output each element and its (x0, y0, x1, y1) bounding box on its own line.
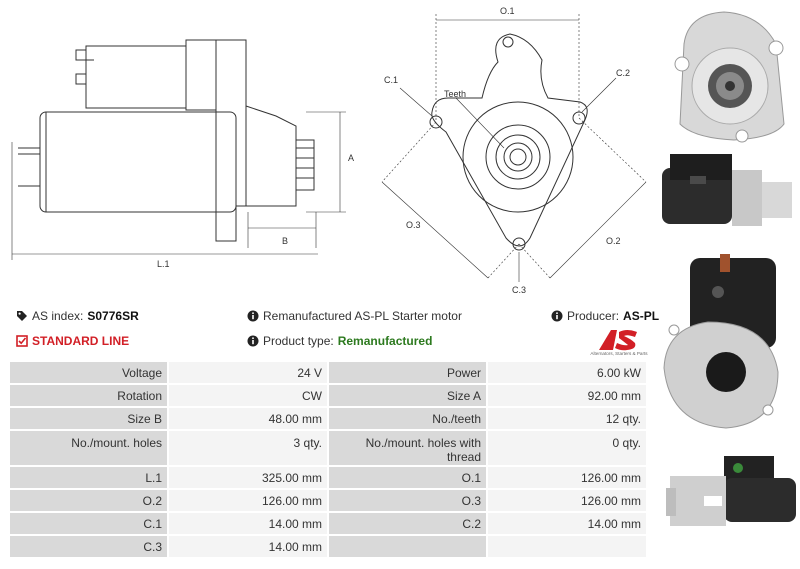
spec-key: Voltage (10, 362, 169, 385)
dimension-o3-label: O.3 (406, 220, 421, 230)
spec-value: 0 qty. (488, 431, 648, 467)
dimension-o2-label: O.2 (606, 236, 621, 246)
line-row: STANDARD LINE (16, 334, 129, 348)
producer-row: Producer: AS-PL (551, 309, 659, 323)
spec-value: 126.00 mm (488, 467, 648, 490)
index-value: S0776SR (87, 309, 139, 323)
drive-housing (215, 39, 247, 242)
spec-value: 92.00 mm (488, 385, 648, 408)
table-row: C.3 14.00 mm (10, 536, 648, 559)
dimension-c3-label: C.3 (512, 285, 527, 295)
center-housing (462, 101, 574, 213)
dimension-b-label: B (282, 236, 289, 246)
spec-key: O.3 (329, 490, 488, 513)
motor-body (39, 111, 237, 213)
spec-key: Size A (329, 385, 488, 408)
spec-value: CW (169, 385, 329, 408)
dimension-c2-label: C.2 (616, 68, 631, 78)
product-type-row: Product type: Remanufactured (247, 334, 432, 348)
pinion (295, 139, 315, 191)
spec-key: Rotation (10, 385, 169, 408)
front-view-drawing (381, 14, 647, 282)
table-row: Size B 48.00 mm No./teeth 12 qty. (10, 408, 648, 431)
dimension-l1-label: L.1 (157, 259, 170, 269)
description-row: Remanufactured AS-PL Starter motor (247, 309, 462, 323)
spec-key: C.2 (329, 513, 488, 536)
spec-value: 3 qty. (169, 431, 329, 467)
tag-icon (16, 310, 28, 322)
photo-top-side-view[interactable] (664, 448, 798, 534)
spec-value: 48.00 mm (169, 408, 329, 431)
terminal-top (75, 49, 87, 61)
spec-key: No./teeth (329, 408, 488, 431)
spec-value: 126.00 mm (488, 490, 648, 513)
product-type-label: Product type: (263, 334, 334, 348)
info-icon (247, 310, 259, 322)
info-icon (247, 335, 259, 347)
table-row: O.2 126.00 mm O.3 126.00 mm (10, 490, 648, 513)
as-pl-logo: Alternators, Starters & Parts (585, 329, 653, 359)
spec-key: Power (329, 362, 488, 385)
spec-value: 126.00 mm (169, 490, 329, 513)
spec-value (488, 536, 648, 559)
spec-key (329, 536, 488, 559)
spec-key: O.2 (10, 490, 169, 513)
spec-value: 6.00 kW (488, 362, 648, 385)
solenoid-outline (85, 45, 187, 109)
spec-value: 24 V (169, 362, 329, 385)
spec-value: 12 qty. (488, 408, 648, 431)
spec-key: L.1 (10, 467, 169, 490)
product-type-value: Remanufactured (337, 334, 433, 348)
description-text: Remanufactured AS-PL Starter motor (263, 309, 462, 323)
producer-label: Producer: (567, 309, 620, 323)
logo-tagline: Alternators, Starters & Parts (590, 351, 648, 356)
spec-value: 325.00 mm (169, 467, 329, 490)
spec-key: C.1 (10, 513, 169, 536)
nose-housing (245, 105, 297, 207)
producer-value: AS-PL (623, 309, 660, 323)
spec-value: 14.00 mm (169, 513, 329, 536)
index-row: AS index: S0776SR (16, 309, 139, 323)
table-row: No./mount. holes 3 qty. No./mount. holes… (10, 431, 648, 467)
dimension-o1-label: O.1 (500, 6, 515, 16)
flange-outline (431, 33, 588, 247)
photo-front-view[interactable] (664, 4, 798, 144)
index-label: AS index: (32, 309, 84, 323)
table-row: Voltage 24 V Power 6.00 kW (10, 362, 648, 385)
teeth-label: Teeth (444, 89, 467, 99)
spec-key: No./mount. holes (10, 431, 169, 467)
spec-key: O.1 (329, 467, 488, 490)
table-row: Rotation CW Size A 92.00 mm (10, 385, 648, 408)
spec-value: 14.00 mm (488, 513, 648, 536)
info-icon (551, 310, 563, 322)
spec-value: 14.00 mm (169, 536, 329, 559)
logo-mark (599, 330, 637, 351)
standard-line-label: STANDARD LINE (32, 334, 130, 348)
spec-table: Voltage 24 V Power 6.00 kW Rotation CW S… (10, 362, 648, 559)
photo-side-view[interactable] (660, 150, 798, 238)
photo-angled-view[interactable] (660, 248, 798, 444)
terminal-bottom (75, 73, 87, 85)
spec-key: C.3 (10, 536, 169, 559)
table-row: L.1 325.00 mm O.1 126.00 mm (10, 467, 648, 490)
table-row: C.1 14.00 mm C.2 14.00 mm (10, 513, 648, 536)
side-view-drawing (11, 39, 346, 260)
spec-key: Size B (10, 408, 169, 431)
solenoid-cap (185, 39, 217, 111)
dimension-c1-label: C.1 (384, 75, 399, 85)
spec-key: No./mount. holes with thread (329, 431, 488, 467)
checkbox-icon (16, 335, 28, 347)
dimension-a-label: A (348, 153, 355, 163)
